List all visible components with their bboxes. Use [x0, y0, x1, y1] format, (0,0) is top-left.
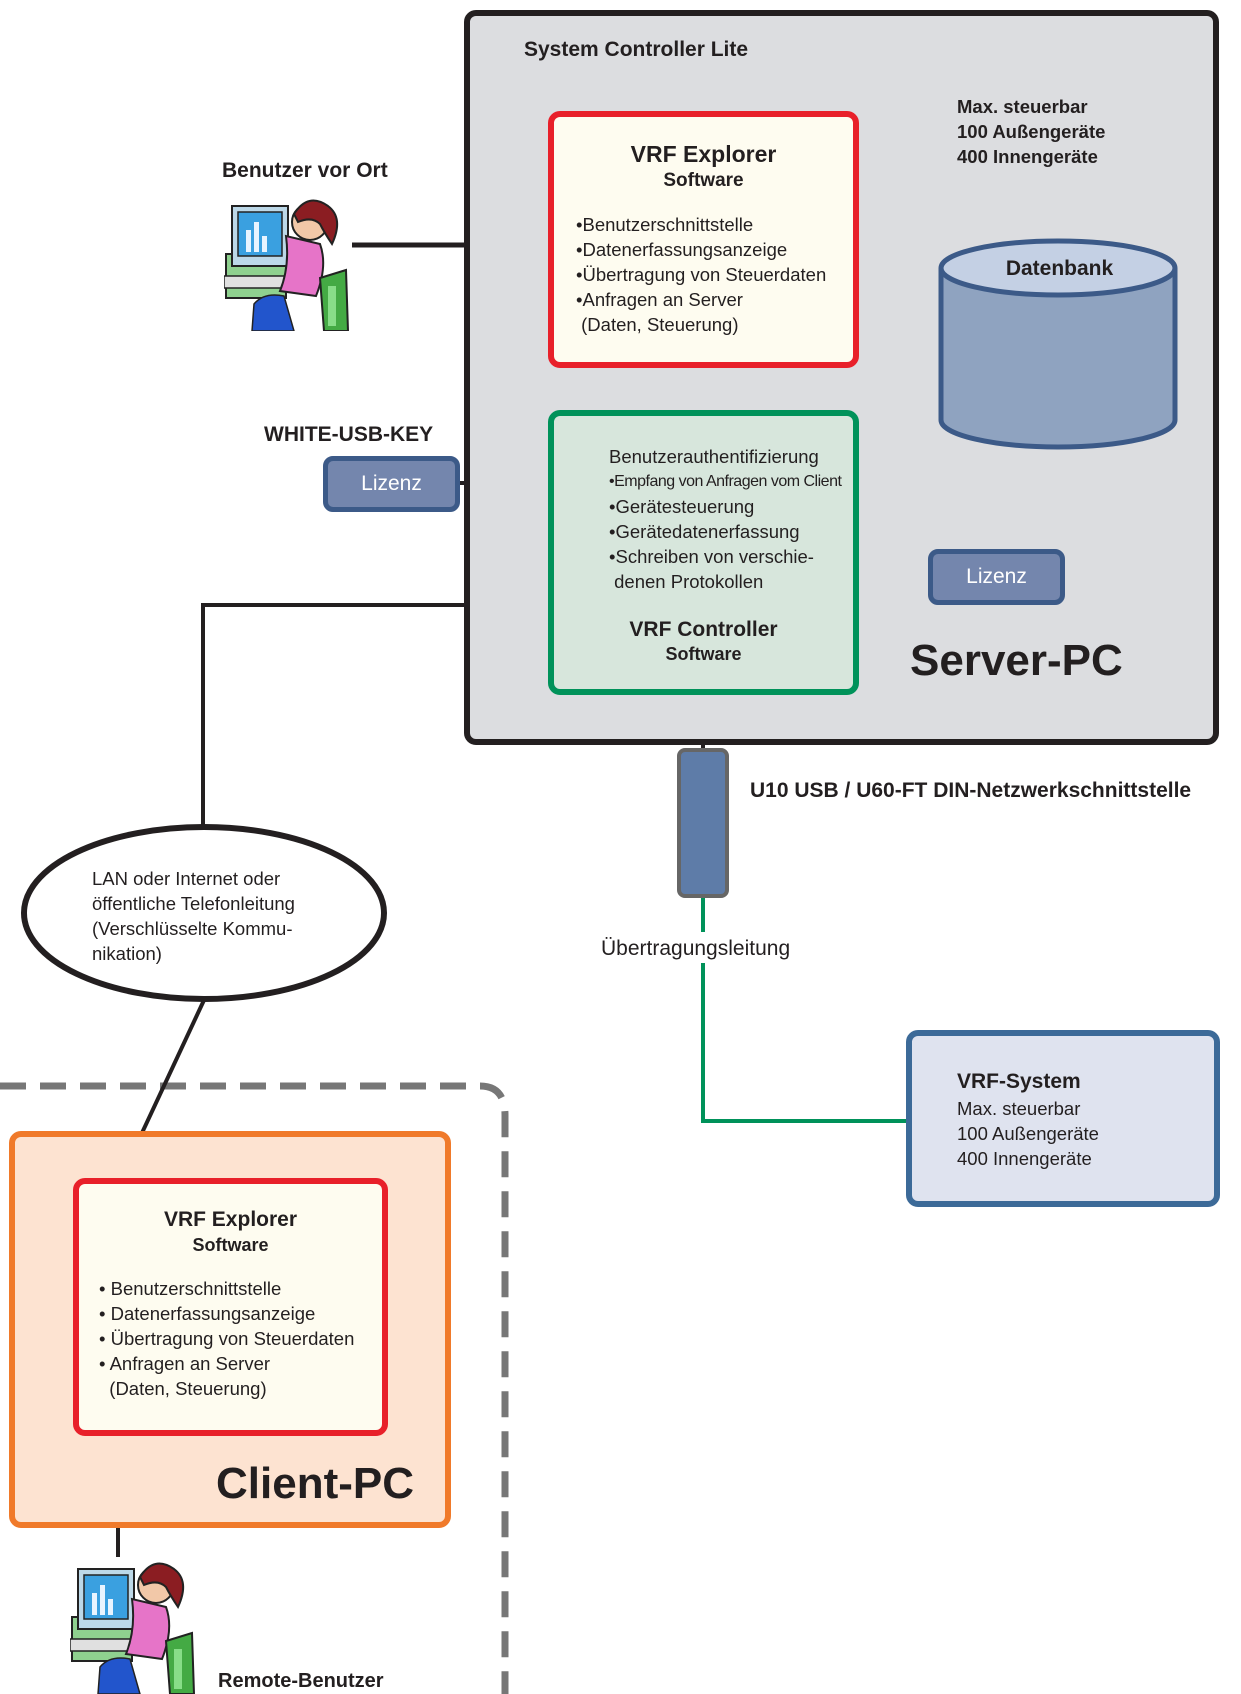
list-item: • Anfragen an Server — [99, 1353, 271, 1374]
vrf-explorer-feature-list: •Benutzerschnittstelle •Datenerfassungsa… — [576, 212, 853, 337]
vrf-controller-box: Benutzerauthentifizierung •Empfang von A… — [548, 410, 859, 695]
vrf-controller-subtitle: Software — [665, 644, 742, 664]
remote-user-computer-icon — [70, 1562, 196, 1694]
list-item: Benutzerauthentifizierung — [609, 446, 819, 467]
network-ellipse — [21, 824, 387, 1002]
vrf-system-info: Max. steuerbar 100 Außengeräte 400 Innen… — [957, 1096, 1214, 1171]
network-description: LAN oder Internet oder öffentliche Telef… — [92, 866, 295, 966]
list-item: •Datenerfassungsanzeige — [576, 239, 788, 260]
network-line: öffentliche Telefonleitung — [92, 893, 295, 914]
list-item: •Empfang von Anfragen vom Client — [609, 473, 842, 490]
network-line: LAN oder Internet oder — [92, 868, 281, 889]
vrf-system-line: 100 Außengeräte — [957, 1123, 1099, 1144]
list-item: • Benutzerschnittstelle — [99, 1278, 282, 1299]
server-max-info: Max. steuerbar 100 Außengeräte 400 Innen… — [957, 94, 1105, 169]
vrf-controller-feature-list: Benutzerauthentifizierung •Empfang von A… — [609, 444, 853, 594]
transmission-line-lower — [701, 963, 908, 1123]
list-item: •Benutzerschnittstelle — [576, 214, 754, 235]
list-item: •Anfragen an Server — [576, 289, 743, 310]
list-item: denen Protokollen — [609, 571, 764, 592]
list-item: • Datenerfassungsanzeige — [99, 1303, 316, 1324]
database-cylinder — [938, 238, 1178, 450]
list-item: •Übertragung von Steuerdaten — [576, 264, 827, 285]
license-left-box: Lizenz — [323, 456, 460, 512]
list-item: •Gerätedatenerfassung — [609, 521, 800, 542]
system-controller-label: System Controller Lite — [524, 38, 749, 61]
license-right-box: Lizenz — [928, 549, 1065, 605]
database-label: Datenbank — [1005, 257, 1114, 280]
connector-controller-network — [201, 603, 550, 827]
client-pc-title: Client-PC — [216, 1459, 414, 1508]
vrf-system-title: VRF-System — [957, 1070, 1081, 1093]
vrf-controller-title: VRF Controller — [629, 618, 778, 641]
vrf-explorer-client-feature-list: • Benutzerschnittstelle • Datenerfassung… — [99, 1276, 382, 1401]
vrf-explorer-title: VRF Explorer — [630, 141, 777, 167]
list-item: •Gerätesteuerung — [609, 496, 755, 517]
network-line: nikation) — [92, 943, 162, 964]
server-max-line: Max. steuerbar — [957, 96, 1088, 117]
server-pc-title: Server-PC — [910, 636, 1123, 685]
transmission-line-label: Übertragungsleitung — [601, 937, 791, 960]
server-max-line: 400 Innengeräte — [957, 146, 1098, 167]
vrf-explorer-subtitle: Software — [663, 170, 744, 191]
vrf-explorer-client-title: VRF Explorer — [163, 1208, 298, 1231]
client-boundary-dashed — [0, 1082, 509, 1694]
network-interface-device — [677, 748, 729, 898]
vrf-explorer-client-box: VRF Explorer Software • Benutzerschnitts… — [73, 1178, 388, 1436]
list-item: •Schreiben von verschie- — [609, 546, 814, 567]
license-left-label: Lizenz — [361, 472, 422, 495]
license-right-label: Lizenz — [966, 565, 1027, 588]
list-item: • Übertragung von Steuerdaten — [99, 1328, 355, 1349]
white-usb-key-label: WHITE-USB-KEY — [264, 423, 434, 446]
vrf-explorer-server-box: VRF Explorer Software •Benutzerschnittst… — [548, 111, 859, 368]
vrf-system-box: VRF-System Max. steuerbar 100 Außengerät… — [906, 1030, 1220, 1207]
list-item: (Daten, Steuerung) — [576, 314, 739, 335]
vrf-system-line: Max. steuerbar — [957, 1098, 1081, 1119]
network-interface-label: U10 USB / U60-FT DIN-Netzwerkschnittstel… — [750, 779, 1192, 802]
network-line: (Verschlüsselte Kommu- — [92, 918, 293, 939]
vrf-system-line: 400 Innengeräte — [957, 1148, 1092, 1169]
server-max-line: 100 Außengeräte — [957, 121, 1106, 142]
local-user-label: Benutzer vor Ort — [222, 159, 388, 182]
remote-user-label: Remote-Benutzer — [218, 1670, 384, 1692]
local-user-computer-icon — [224, 199, 350, 331]
list-item: (Daten, Steuerung) — [99, 1378, 267, 1399]
vrf-explorer-client-subtitle: Software — [192, 1235, 269, 1255]
